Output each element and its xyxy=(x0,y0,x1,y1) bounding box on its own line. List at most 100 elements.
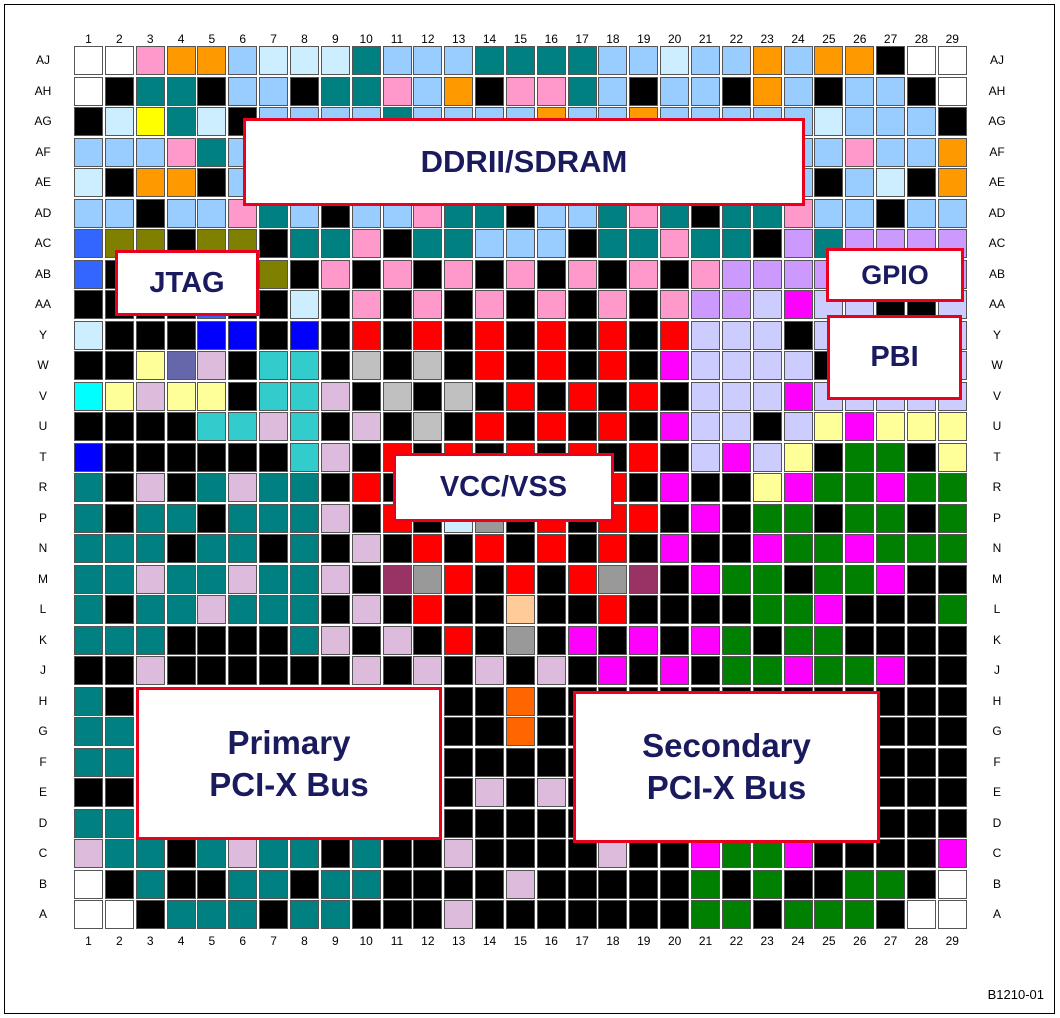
ball-N-7 xyxy=(259,534,289,563)
right-row-label: AJ xyxy=(989,53,1004,67)
ball-E-15 xyxy=(505,778,535,807)
ball-N-24 xyxy=(783,534,813,563)
ball-W-13 xyxy=(444,351,474,380)
ball-V-7 xyxy=(259,381,289,411)
ball-Y-11 xyxy=(382,320,412,350)
ball-AA-18 xyxy=(598,290,628,319)
ball-M-4 xyxy=(166,564,196,594)
ddr-label-text: DDRII/SDRAM xyxy=(420,144,628,179)
ball-P-9 xyxy=(320,503,350,533)
ball-AD-2 xyxy=(104,198,134,228)
ball-N-13 xyxy=(444,534,474,563)
ball-AC-17 xyxy=(567,229,597,258)
ball-AH-23 xyxy=(752,76,782,106)
ball-B-15 xyxy=(505,869,535,899)
ball-A-20 xyxy=(660,900,690,929)
ball-Y-1 xyxy=(74,320,103,350)
ball-J-25 xyxy=(814,656,844,685)
ball-AJ-15 xyxy=(505,46,535,75)
ball-F-16 xyxy=(536,747,566,777)
ball-F-1 xyxy=(74,747,103,777)
ball-U-17 xyxy=(567,412,597,441)
ball-AB-16 xyxy=(536,259,566,289)
ball-M-23 xyxy=(752,564,782,594)
ball-K-29 xyxy=(937,625,967,655)
ball-AH-4 xyxy=(166,76,196,106)
right-row-label: N xyxy=(992,541,1002,555)
ball-N-22 xyxy=(721,534,751,563)
ball-AB-23 xyxy=(752,259,782,289)
ball-R-29 xyxy=(937,473,967,502)
ball-V-21 xyxy=(691,381,720,411)
ball-C-2 xyxy=(104,839,134,868)
ball-L-22 xyxy=(721,595,751,624)
left-row-label: V xyxy=(38,388,47,403)
ball-P-2 xyxy=(104,503,134,533)
ball-M-22 xyxy=(721,564,751,594)
ball-M-2 xyxy=(104,564,134,594)
ball-P-7 xyxy=(259,503,289,533)
ball-V-16 xyxy=(536,381,566,411)
bottom-column-label: 13 xyxy=(452,933,466,948)
ball-U-14 xyxy=(475,412,505,441)
ball-AE-29 xyxy=(937,168,967,197)
ball-U-22 xyxy=(721,412,751,441)
right-row-label: K xyxy=(992,632,1001,647)
ball-P-20 xyxy=(660,503,690,533)
ball-U-19 xyxy=(629,412,659,441)
ball-V-24 xyxy=(783,381,813,411)
ball-W-12 xyxy=(413,351,443,380)
top-column-label: 15 xyxy=(513,32,528,46)
top-column-label: 5 xyxy=(208,32,216,46)
ball-AH-8 xyxy=(289,76,319,106)
ball-T-6 xyxy=(228,442,258,472)
ball-U-26 xyxy=(845,412,875,441)
ball-B-16 xyxy=(536,869,566,899)
ball-AC-12 xyxy=(413,229,443,258)
ball-A-16 xyxy=(536,900,566,929)
ball-U-3 xyxy=(135,412,165,441)
top-column-label: 13 xyxy=(452,32,466,46)
bottom-column-label: 10 xyxy=(359,933,373,948)
ball-N-14 xyxy=(475,534,505,563)
ball-AC-14 xyxy=(475,229,505,258)
ball-AF-1 xyxy=(74,137,103,167)
ball-D-28 xyxy=(906,808,936,838)
ball-AA-8 xyxy=(289,290,319,319)
left-row-label: C xyxy=(38,846,48,860)
left-row-label: P xyxy=(38,510,47,525)
ball-N-15 xyxy=(505,534,535,563)
ball-C-26 xyxy=(845,839,875,868)
ball-L-9 xyxy=(320,595,350,624)
bottom-column-label: 24 xyxy=(791,933,805,948)
ball-Y-15 xyxy=(505,320,535,350)
ball-AE-25 xyxy=(814,168,844,197)
bottom-column-label: 26 xyxy=(853,933,867,948)
ball-A-14 xyxy=(475,900,505,929)
ball-J-14 xyxy=(475,656,505,685)
top-column-label: 23 xyxy=(760,32,774,46)
ball-T-2 xyxy=(104,442,134,472)
ball-AF-25 xyxy=(814,137,844,167)
top-column-label: 26 xyxy=(853,32,867,46)
left-row-label: L xyxy=(39,602,47,616)
ball-R-25 xyxy=(814,473,844,502)
ball-AE-28 xyxy=(906,168,936,197)
ball-J-20 xyxy=(660,656,690,685)
ball-P-26 xyxy=(845,503,875,533)
left-row-label: AJ xyxy=(35,53,50,67)
bottom-column-label: 12 xyxy=(421,933,435,948)
ball-U-25 xyxy=(814,412,844,441)
ball-AB-7 xyxy=(259,259,289,289)
ball-M-1 xyxy=(74,564,103,594)
ball-A-18 xyxy=(598,900,628,929)
ball-T-29 xyxy=(937,442,967,472)
ball-N-19 xyxy=(629,534,659,563)
right-row-label: R xyxy=(992,480,1002,494)
ball-C-4 xyxy=(166,839,196,868)
ball-P-21 xyxy=(691,503,720,533)
ball-AB-1 xyxy=(74,259,103,289)
ball-H-27 xyxy=(876,686,906,716)
ball-AC-18 xyxy=(598,229,628,258)
ball-G-1 xyxy=(74,717,103,746)
